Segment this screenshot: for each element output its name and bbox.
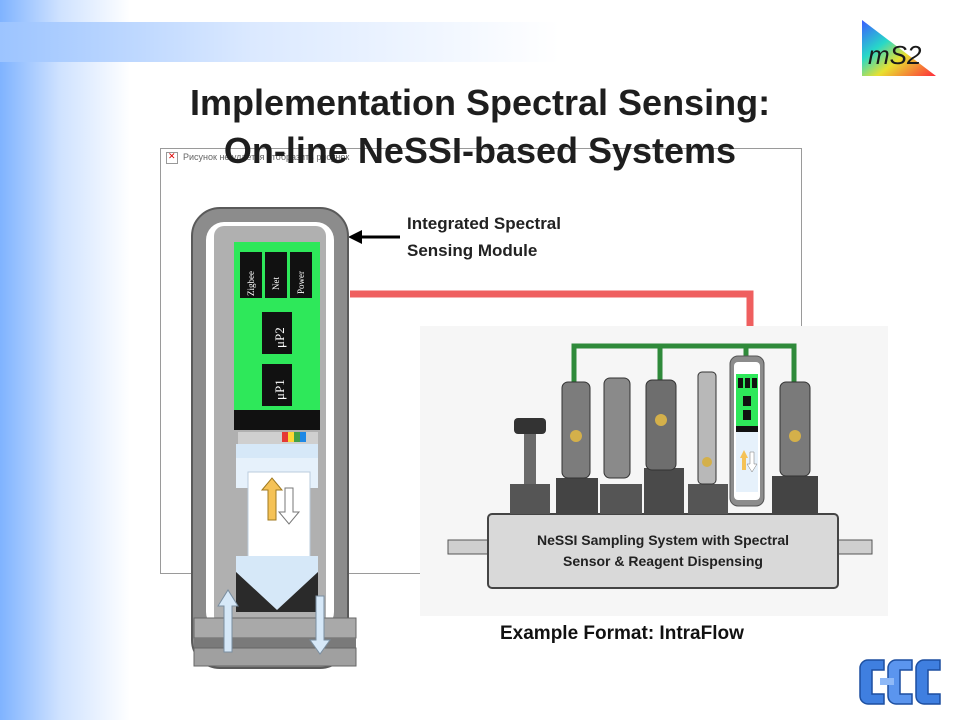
cpac-logo — [859, 659, 941, 705]
chip-up1-label: μP1 — [272, 379, 287, 400]
chip-net — [265, 252, 287, 298]
nessi-block-line1: NeSSI Sampling System with Spectral — [537, 532, 789, 548]
chip-up1 — [262, 364, 292, 406]
ms2-logo-text: mS2 — [868, 40, 922, 70]
chip-net-label: Net — [271, 277, 281, 290]
chip-power — [290, 252, 312, 298]
ms2-triangle-logo: mS2 — [862, 20, 936, 76]
nessi-block-line2: Sensor & Reagent Dispensing — [563, 553, 763, 569]
chip-up2-label: μP2 — [272, 327, 287, 348]
module-label: Integrated Spectral Sensing Module — [407, 210, 561, 264]
title-gradient-band — [0, 22, 560, 62]
sensing-module: Zigbee Net Power μP2 μP1 — [191, 207, 357, 669]
nessi-system: NeSSI Sampling System with Spectral Sens… — [420, 326, 888, 616]
chip-zigbee-label: Zigbee — [246, 271, 256, 296]
slide-title-line1: Implementation Spectral Sensing: — [189, 82, 771, 123]
broken-image-icon — [166, 151, 178, 164]
chip-power-label: Power — [296, 271, 306, 294]
chip-up2 — [262, 312, 292, 354]
left-arrow-icon — [348, 230, 400, 244]
module-label-line2: Sensing Module — [407, 241, 538, 260]
chip-zigbee — [240, 252, 262, 298]
broken-image-text: Рисунок не удается отобразить рисунок — [183, 152, 350, 162]
figure-caption: Example Format: IntraFlow — [500, 623, 744, 644]
module-label-line1: Integrated Spectral — [407, 214, 561, 233]
slide-title-line2: On-line NeSSI-based Systems — [223, 130, 737, 171]
